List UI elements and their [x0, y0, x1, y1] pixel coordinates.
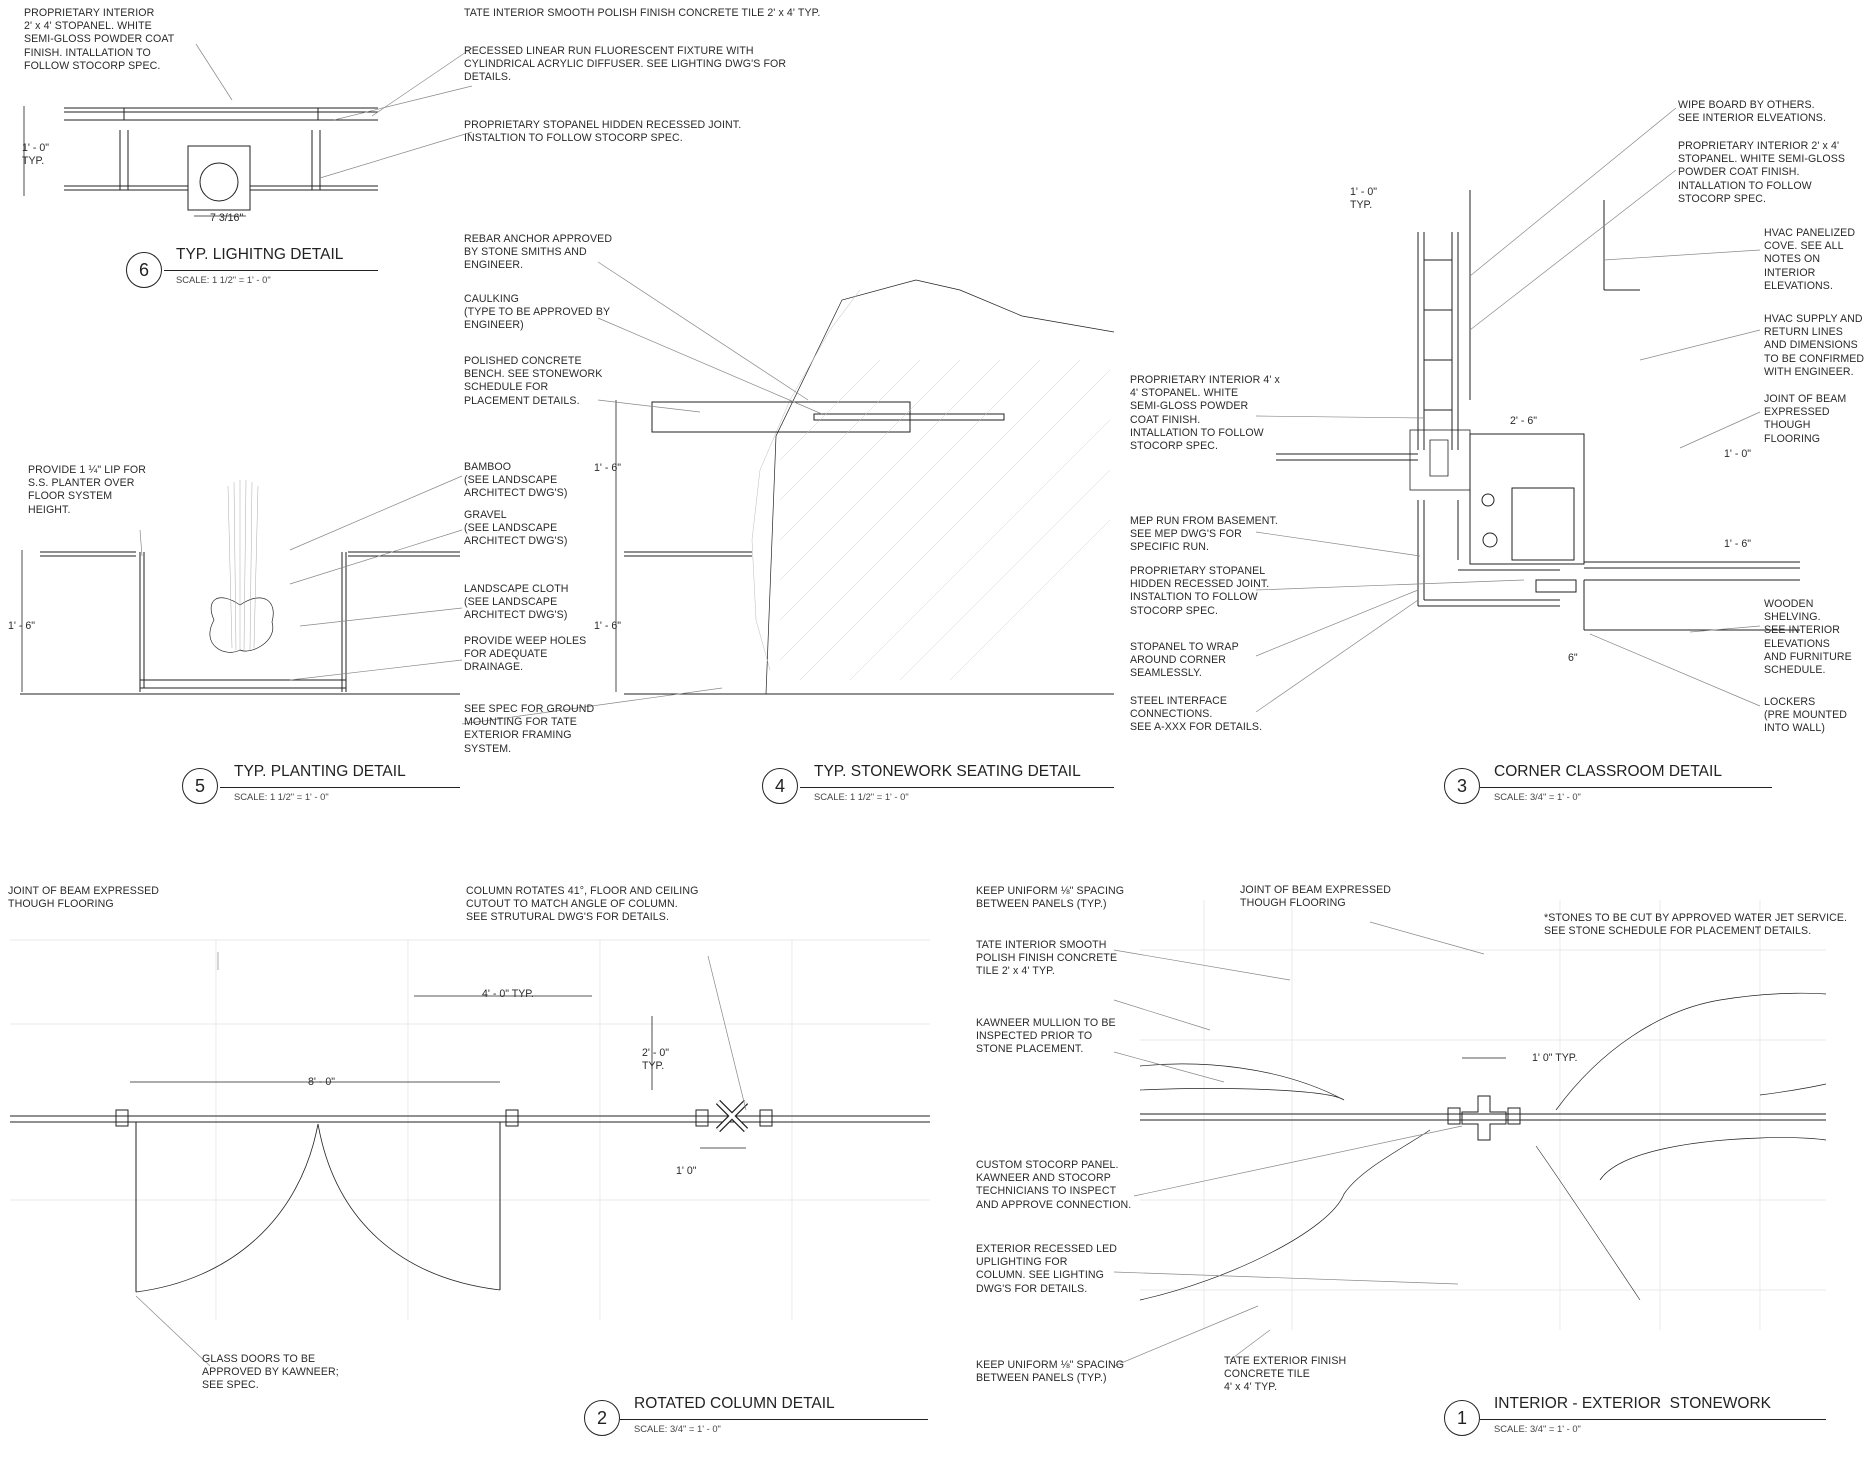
note-wipe-board: WIPE BOARD BY OTHERS. SEE INTERIOR ELVEA…: [1678, 99, 1826, 125]
note-fluorescent-fixture: RECESSED LINEAR RUN FLUORESCENT FIXTURE …: [464, 45, 787, 84]
detail-title-5: TYP. PLANTING DETAIL: [234, 763, 406, 780]
title-rule-6: [164, 270, 378, 271]
note-concrete-bench: POLISHED CONCRETE BENCH. SEE STONEWORK S…: [464, 355, 603, 407]
corner-classroom-drawing: [1276, 190, 1800, 631]
title-rule-2: [620, 1419, 928, 1420]
stonework-seating-drawing: [615, 279, 1115, 695]
dim-d4-height-a: 1' - 6": [594, 462, 621, 474]
note-glass-doors: GLASS DOORS TO BE APPROVED BY KAWNEER; S…: [202, 1353, 339, 1392]
note-rebar-anchor: REBAR ANCHOR APPROVED BY STONE SMITHS AN…: [464, 233, 613, 272]
dim-d2-door: 8' - 0": [308, 1076, 335, 1088]
note-steel-interface: STEEL INTERFACE CONNECTIONS. SEE A-XXX F…: [1130, 695, 1263, 734]
note-uniform-spacing: KEEP UNIFORM ⅛" SPACING BETWEEN PANELS (…: [976, 885, 1125, 911]
title-rule-1: [1480, 1419, 1826, 1420]
detail-title-4: TYP. STONEWORK SEATING DETAIL: [814, 763, 1081, 780]
note-planter-lip: PROVIDE 1 ¼" LIP FOR S.S. PLANTER OVER F…: [28, 464, 147, 516]
dim-d6-height: 1' - 0" TYP.: [22, 142, 49, 167]
dim-d3-top: 1' - 0" TYP.: [1350, 186, 1377, 211]
note-tate-tile: TATE INTERIOR SMOOTH POLISH FINISH CONCR…: [464, 7, 821, 19]
dim-d2-col: 2' - 0" TYP.: [642, 1047, 669, 1072]
note-hvac-supply: HVAC SUPPLY AND RETURN LINES AND DIMENSI…: [1764, 313, 1865, 378]
note-proprietary-stopanel: PROPRIETARY INTERIOR 2' x 4' STOPANEL. W…: [24, 7, 175, 72]
detail-number-5: 5: [182, 768, 218, 804]
detail-title-1: INTERIOR - EXTERIOR STONEWORK: [1494, 1395, 1772, 1412]
note-caulking: CAULKING (TYPE TO BE APPROVED BY ENGINEE…: [464, 293, 611, 332]
detail-number-4: 4: [762, 768, 798, 804]
dim-d2-typ: 4' - 0" TYP.: [482, 988, 534, 1000]
note-water-jet: *STONES TO BE CUT BY APPROVED WATER JET …: [1544, 912, 1848, 938]
note-beam-joint: JOINT OF BEAM EXPRESSED THOUGH FLOORING: [1764, 393, 1847, 445]
note-landscape-cloth: LANDSCAPE CLOTH (SEE LANDSCAPE ARCHITECT…: [464, 583, 569, 622]
dim-d6-width: 7 3/16": [210, 212, 244, 224]
note-beam-joint-1: JOINT OF BEAM EXPRESSED THOUGH FLOORING: [1240, 884, 1392, 910]
note-interior-stopanel: PROPRIETARY INTERIOR 4' x 4' STOPANEL. W…: [1130, 374, 1280, 453]
note-beam-joint-2: JOINT OF BEAM EXPRESSED THOUGH FLOORING: [8, 885, 160, 911]
note-stopanel-wrap: STOPANEL TO WRAP AROUND CORNER SEAMLESSL…: [1130, 641, 1239, 680]
detail-number-3: 3: [1444, 768, 1480, 804]
detail-scale-2: SCALE: 3/4" = 1' - 0": [634, 1423, 721, 1434]
detail-scale-5: SCALE: 1 1/2" = 1' - 0": [234, 791, 329, 802]
grid-lines-1: [1140, 900, 1826, 1330]
planting-detail-drawing: [20, 479, 460, 695]
note-wooden-shelving: WOODEN SHELVING. SEE INTERIOR ELEVATIONS…: [1764, 598, 1852, 677]
detail-scale-4: SCALE: 1 1/2" = 1' - 0": [814, 791, 909, 802]
note-uniform-spacing-2: KEEP UNIFORM ⅛" SPACING BETWEEN PANELS (…: [976, 1359, 1125, 1385]
note-recessed-joint: PROPRIETARY STOPANEL HIDDEN RECESSED JOI…: [1130, 565, 1270, 617]
note-mep-run: MEP RUN FROM BASEMENT. SEE MEP DWG'S FOR…: [1130, 515, 1278, 554]
dim-d3-r2: 1' - 6": [1724, 538, 1751, 550]
stonework-plan-drawing: [1139, 992, 1827, 1301]
title-rule-4: [800, 787, 1114, 788]
dim-d3-r1: 1' - 0": [1724, 448, 1751, 460]
title-rule-5: [220, 787, 460, 788]
detail-title-6: TYP. LIGHITNG DETAIL: [176, 246, 344, 263]
note-hvac-cove: HVAC PANELIZED COVE. SEE ALL NOTES ON IN…: [1764, 227, 1856, 292]
lighting-detail-drawing: [23, 106, 378, 217]
note-hidden-joint: PROPRIETARY STOPANEL HIDDEN RECESSED JOI…: [464, 119, 742, 145]
note-tate-exterior-tile: TATE EXTERIOR FINISH CONCRETE TILE 4' x …: [1224, 1355, 1347, 1394]
note-bamboo: BAMBOO (SEE LANDSCAPE ARCHITECT DWG'S): [464, 461, 568, 500]
grid-lines-2: [10, 939, 930, 1320]
title-rule-3: [1480, 787, 1772, 788]
note-lockers: LOCKERS (PRE MOUNTED INTO WALL): [1764, 696, 1848, 735]
detail-scale-6: SCALE: 1 1/2" = 1' - 0": [176, 274, 271, 285]
leader-lines: [135, 43, 1761, 1367]
dim-d4-height-b: 1' - 6": [594, 620, 621, 632]
detail-scale-3: SCALE: 3/4" = 1' - 0": [1494, 791, 1581, 802]
dim-d1-typ: 1' 0" TYP.: [1532, 1052, 1578, 1064]
note-kawneer-mullion: KAWNEER MULLION TO BE INSPECTED PRIOR TO…: [976, 1017, 1116, 1056]
dim-d3-six: 6": [1568, 652, 1578, 664]
dim-d2-col-width: 1' 0": [676, 1165, 697, 1177]
dim-d5-height: 1' - 6": [8, 620, 35, 632]
note-custom-stocorp: CUSTOM STOCORP PANEL. KAWNEER AND STOCOR…: [976, 1159, 1132, 1211]
rotated-column-drawing: [10, 995, 930, 1293]
detail-number-6: 6: [126, 252, 162, 288]
detail-number-1: 1: [1444, 1400, 1480, 1436]
detail-title-2: ROTATED COLUMN DETAIL: [634, 1395, 835, 1412]
stone-hatch: [779, 359, 1111, 681]
detail-number-2: 2: [584, 1400, 620, 1436]
note-interior-stopanel-2x4: PROPRIETARY INTERIOR 2' x 4' STOPANEL. W…: [1678, 140, 1846, 205]
note-gravel: GRAVEL (SEE LANDSCAPE ARCHITECT DWG'S): [464, 509, 568, 548]
detail-title-3: CORNER CLASSROOM DETAIL: [1494, 763, 1722, 780]
dim-d3-width: 2' - 6": [1510, 415, 1537, 427]
detail-scale-1: SCALE: 3/4" = 1' - 0": [1494, 1423, 1581, 1434]
note-led-uplighting: EXTERIOR RECESSED LED UPLIGHTING FOR COL…: [976, 1243, 1118, 1295]
note-ground-mounting: SEE SPEC FOR GROUND MOUNTING FOR TATE EX…: [464, 703, 595, 755]
note-column-rotation: COLUMN ROTATES 41°, FLOOR AND CEILING CU…: [466, 885, 699, 924]
note-tate-interior-tile: TATE INTERIOR SMOOTH POLISH FINISH CONCR…: [976, 939, 1118, 978]
note-weep-holes: PROVIDE WEEP HOLES FOR ADEQUATE DRAINAGE…: [464, 635, 587, 674]
